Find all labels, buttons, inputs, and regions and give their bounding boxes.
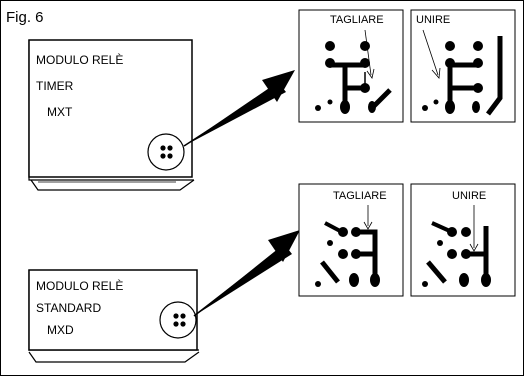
- module-timer-line2: TIMER: [36, 79, 74, 93]
- module-standard-line2: STANDARD: [36, 301, 101, 315]
- panel-top-join: UNIRE: [410, 9, 516, 123]
- module-standard-line3: MXD: [47, 323, 74, 337]
- jumper-circle-icon: [147, 133, 185, 171]
- panel-top-cut-label: TAGLIARE: [330, 14, 384, 26]
- jumper-circle-icon: [159, 301, 197, 339]
- figure-title: Fig. 6: [6, 9, 44, 26]
- panel-bottom-cut-label: TAGLIARE: [333, 190, 387, 202]
- arrow-bottom-icon: [193, 230, 300, 317]
- module-standard: MODULO RELÈ STANDARD MXD: [28, 269, 200, 363]
- module-standard-line1: MODULO RELÈ: [36, 278, 123, 293]
- module-timer-line3: MXT: [47, 105, 73, 119]
- panel-bottom-join: UNIRE: [410, 183, 516, 297]
- panel-bottom-cut: TAGLIARE: [298, 183, 404, 297]
- module-timer-line1: MODULO RELÈ: [36, 52, 123, 67]
- panel-top-cut: TAGLIARE: [298, 9, 404, 123]
- module-timer: MODULO RELÈ TIMER MXT: [28, 39, 195, 191]
- arrow-top-icon: [183, 70, 295, 147]
- panel-top-join-label: UNIRE: [416, 14, 450, 26]
- panel-bottom-join-label: UNIRE: [452, 190, 486, 202]
